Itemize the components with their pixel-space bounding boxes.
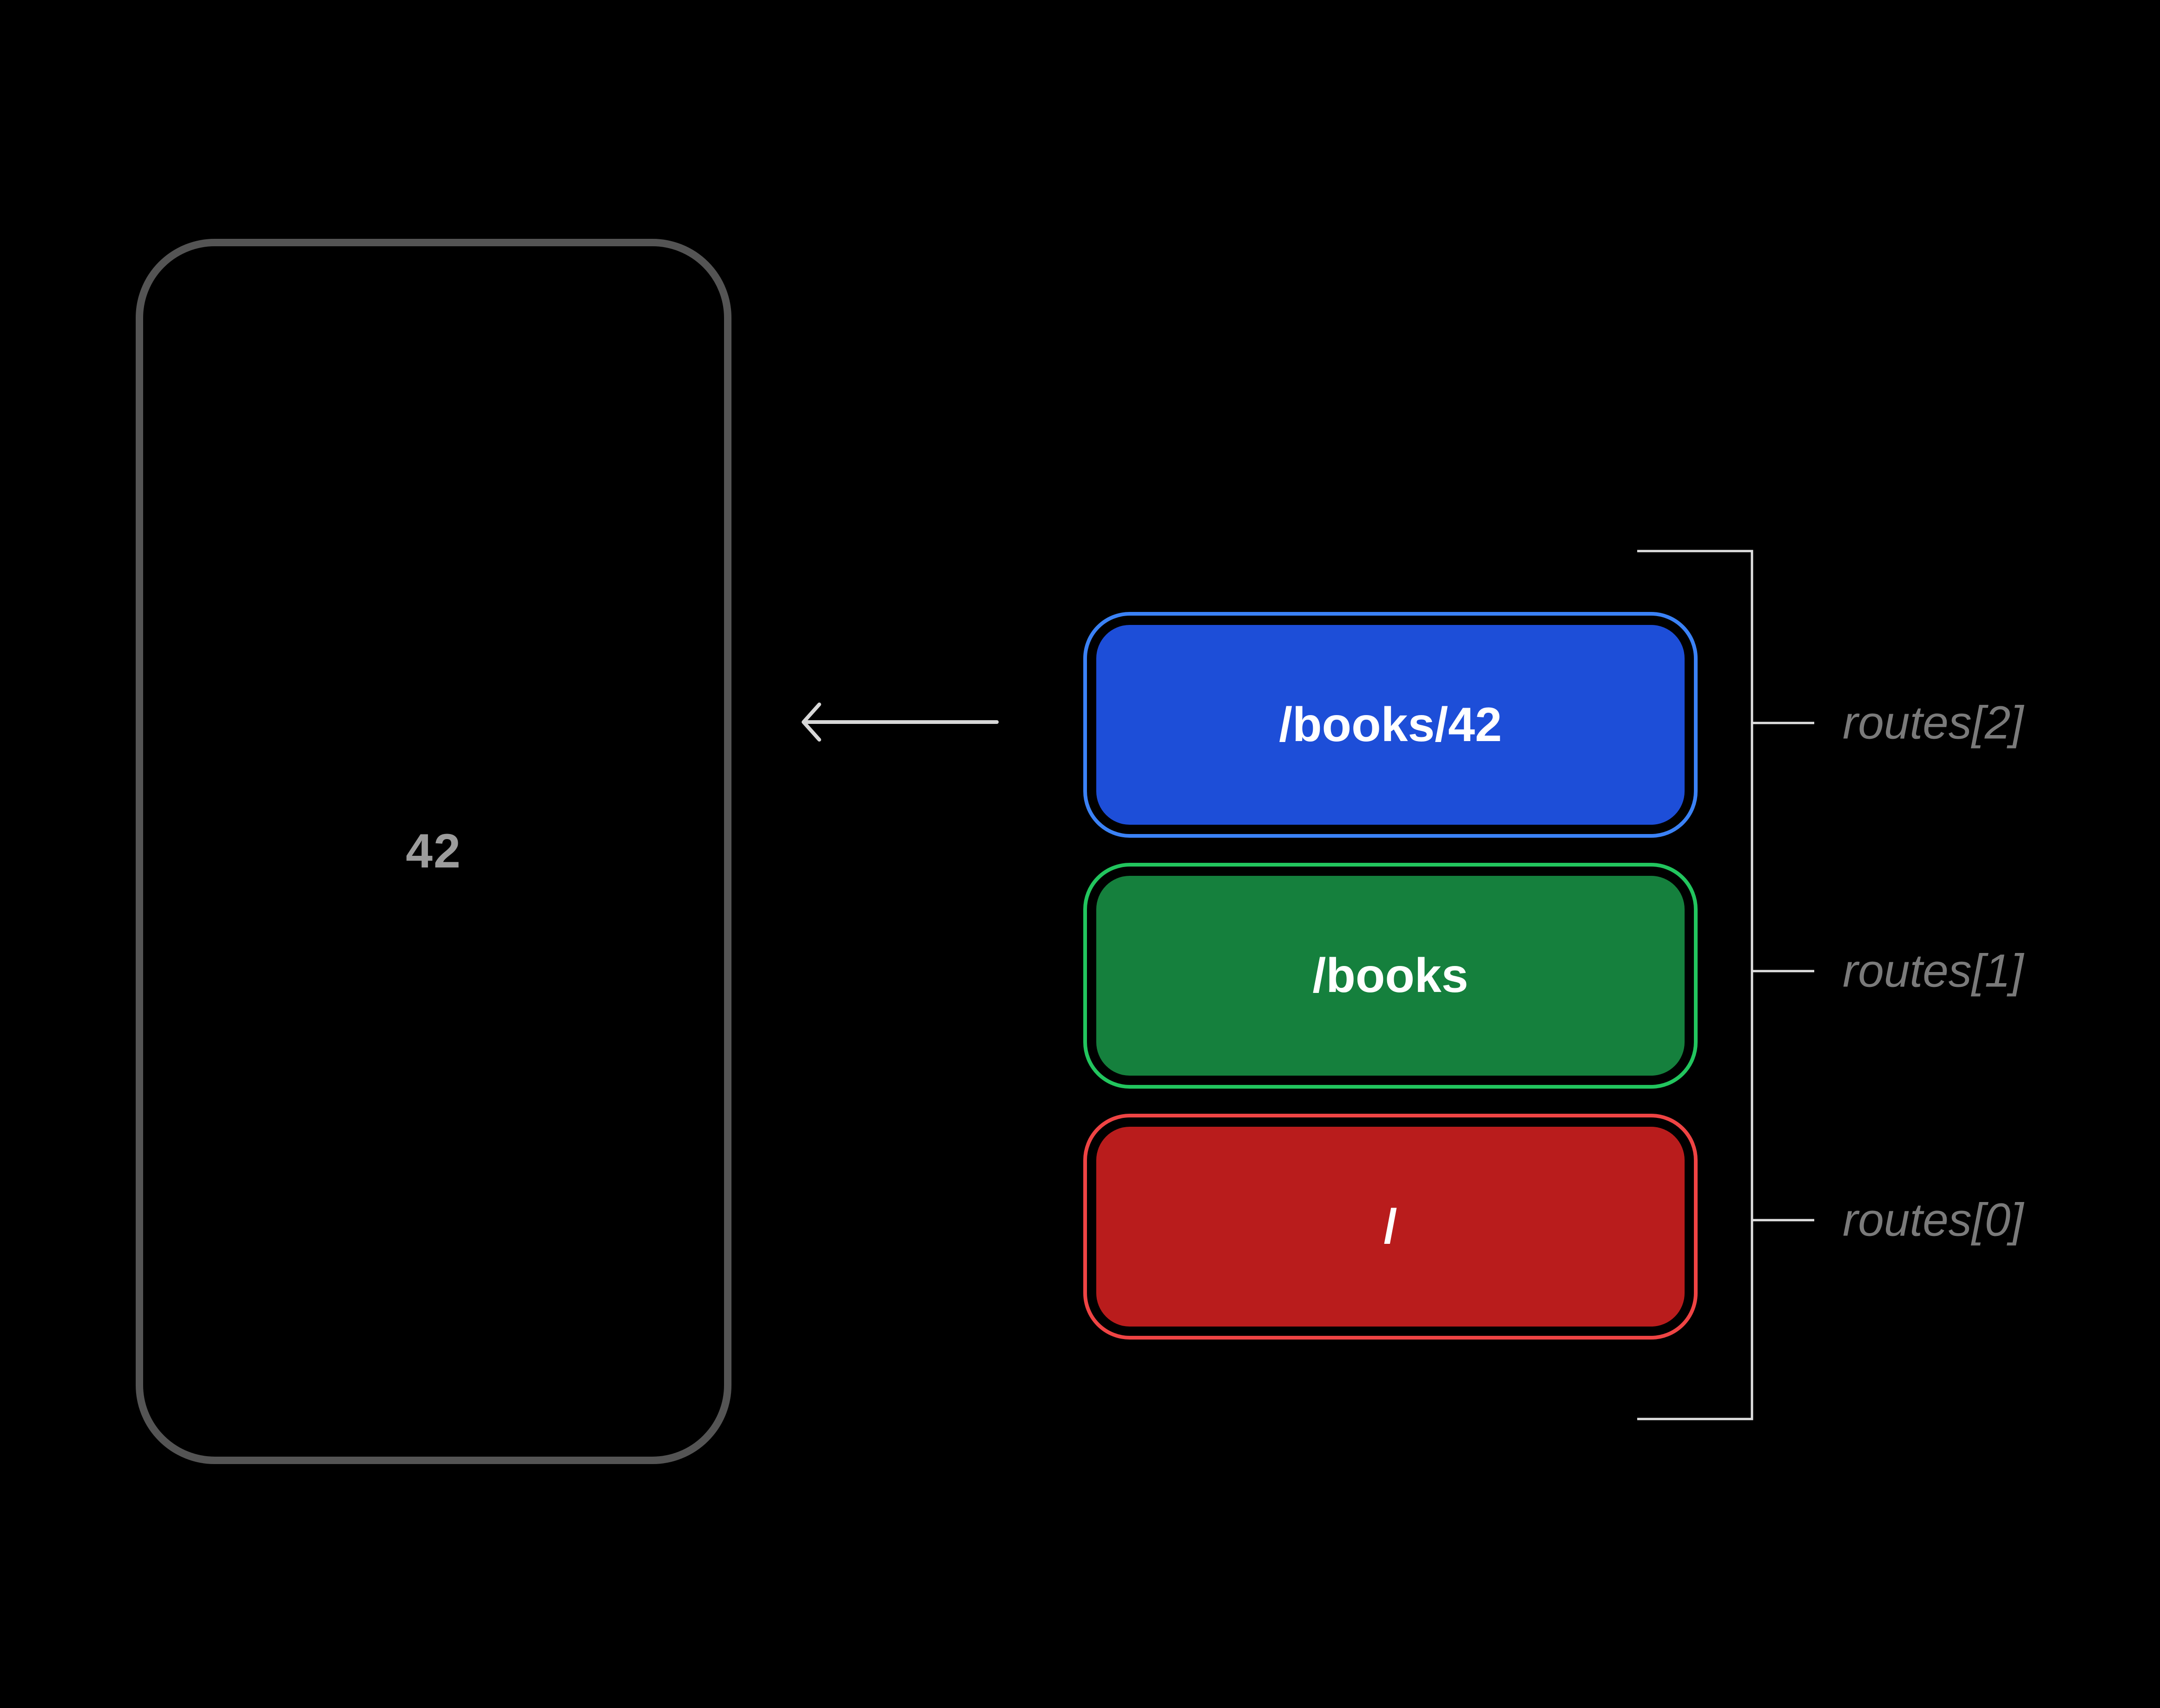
route-label: /: [1383, 1199, 1397, 1254]
route-box-books-42: /books/42: [1083, 612, 1698, 838]
route-stack: /books/42 /books /: [1083, 612, 1698, 1365]
left-arrow-icon: [802, 703, 999, 742]
route-label: /books: [1312, 948, 1469, 1003]
stack-bracket: [1637, 550, 1814, 1420]
annotation-routes-0: routes[0]: [1843, 1194, 2024, 1246]
screen-number: 42: [406, 824, 461, 878]
route-box-books-42-fill: /books/42: [1096, 625, 1685, 825]
route-box-root-fill: /: [1096, 1127, 1685, 1327]
route-box-books-fill: /books: [1096, 876, 1685, 1076]
annotation-routes-1: routes[1]: [1843, 945, 2024, 997]
phone-frame: 42: [136, 239, 731, 1464]
route-label: /books/42: [1279, 697, 1502, 752]
route-box-books: /books: [1083, 863, 1698, 1089]
route-box-root: /: [1083, 1114, 1698, 1340]
annotation-routes-2: routes[2]: [1843, 696, 2024, 749]
